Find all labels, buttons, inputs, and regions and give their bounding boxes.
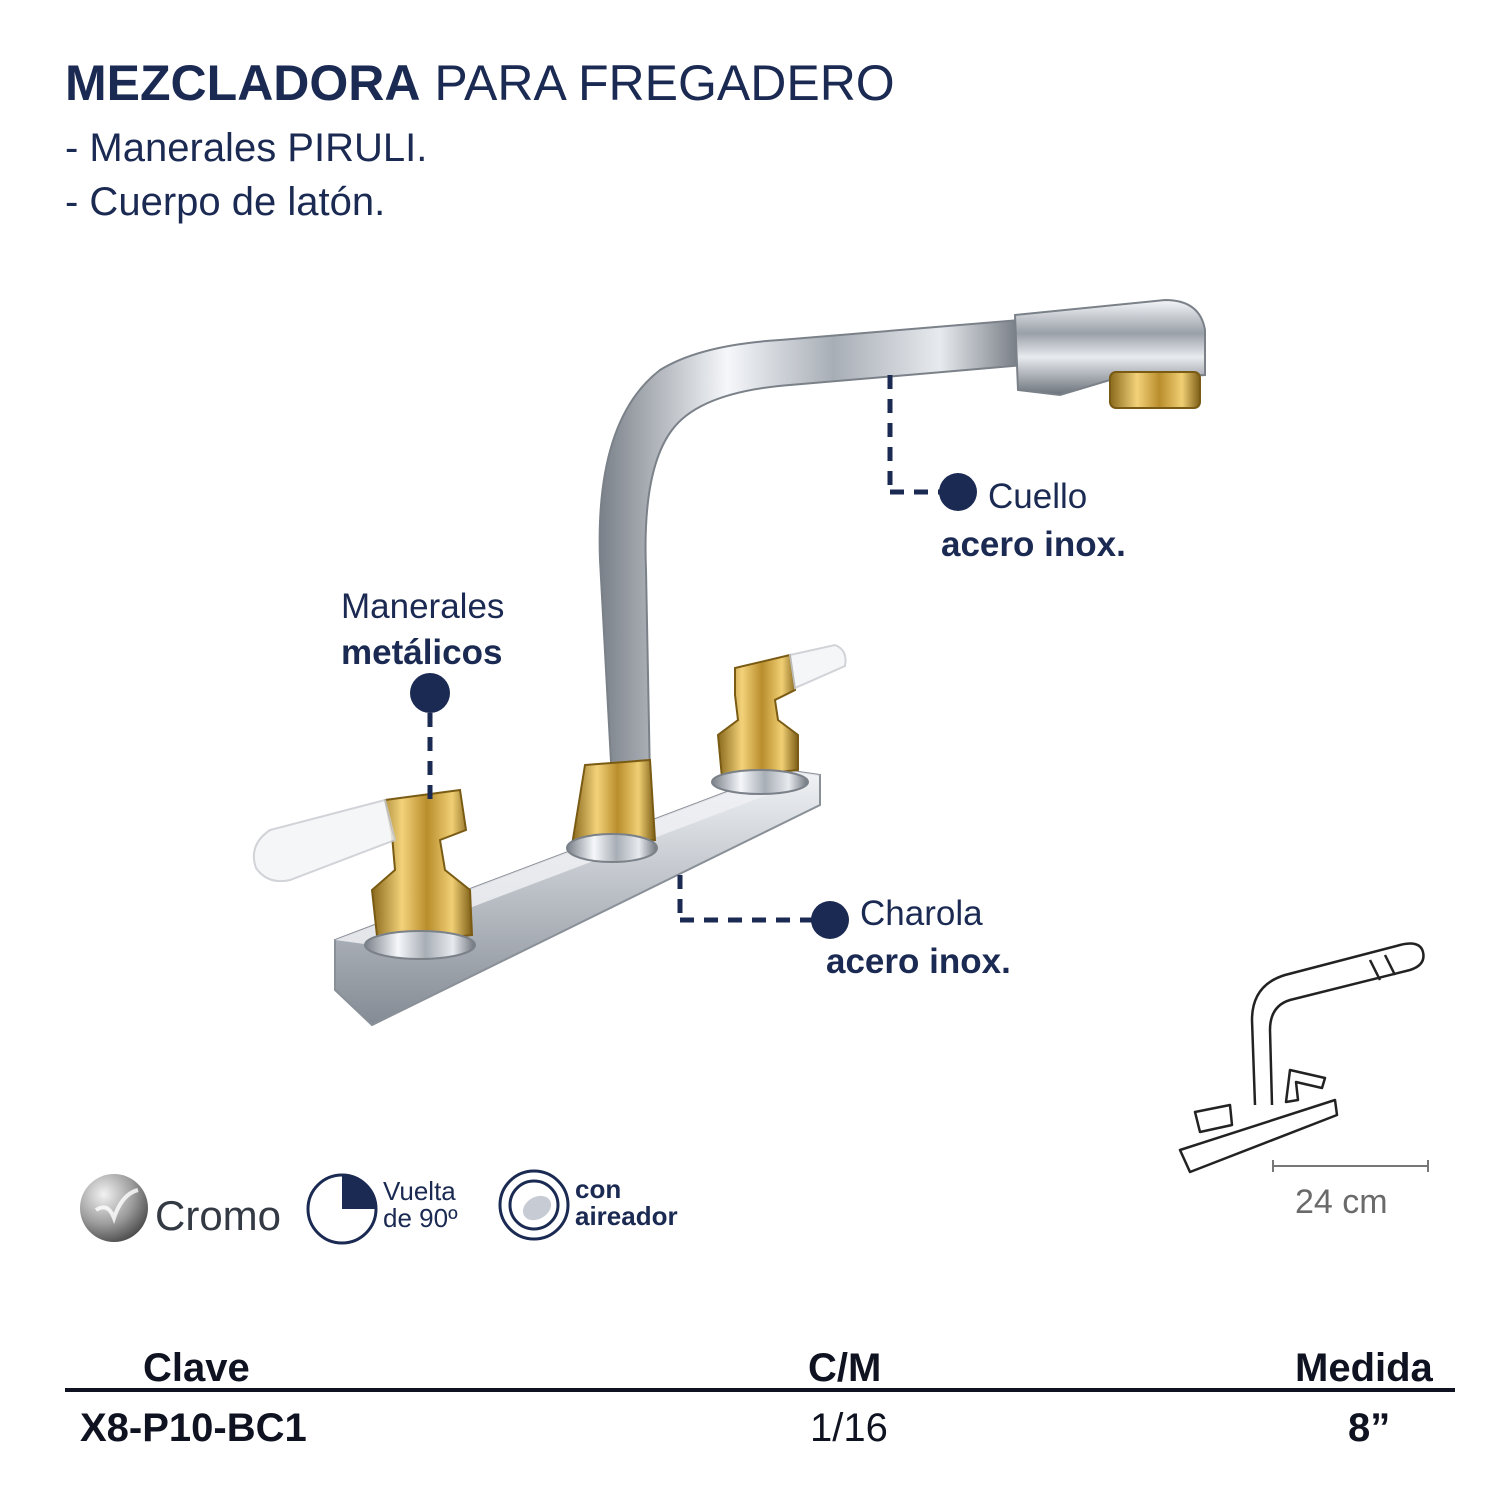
- callout-charola: Charola: [860, 891, 983, 937]
- product-title: MEZCLADORA PARA FREGADERO: [65, 58, 895, 108]
- faucet-outline-drawing: [1178, 942, 1425, 1174]
- callout-charola-leader: [677, 875, 849, 939]
- table-header-cm: C/M: [808, 1346, 882, 1390]
- callout-charola-line1: Charola: [860, 894, 983, 933]
- callout-charola-line2: acero inox.: [826, 942, 1011, 981]
- table-cell-medida: 8”: [1348, 1406, 1391, 1450]
- callout-charola-material: acero inox.: [826, 939, 1011, 985]
- table-divider: [65, 1388, 1455, 1392]
- right-handle: [711, 643, 847, 795]
- dimension-label: 24 cm: [1295, 1183, 1388, 1221]
- aerator-label: con aireador: [575, 1176, 678, 1229]
- spout: [566, 298, 1206, 863]
- table-cell-cm: 1/16: [810, 1406, 888, 1450]
- callout-manerales-line2: metálicos: [341, 632, 503, 672]
- left-handle: [252, 788, 476, 960]
- feature-bullet-body: - Cuerpo de latón.: [65, 180, 386, 224]
- chrome-finish-icon: [80, 1174, 148, 1242]
- quarter-turn-icon: [306, 1173, 378, 1245]
- feature-bullet-handles: - Manerales PIRULI.: [65, 126, 428, 170]
- aerator-icon: [498, 1169, 570, 1241]
- product-title-bold: MEZCLADORA: [65, 55, 421, 111]
- aerator-line2: aireador: [575, 1200, 678, 1231]
- callout-cuello-material: acero inox.: [941, 522, 1126, 568]
- table-cell-clave: X8-P10-BC1: [80, 1406, 307, 1450]
- callout-cuello: Cuello: [988, 474, 1087, 520]
- callout-cuello-leader: [887, 375, 977, 511]
- product-title-rest: PARA FREGADERO: [420, 55, 895, 111]
- callout-manerales: Manerales metálicos: [341, 584, 504, 675]
- quarter-turn-label: Vuelta de 90º: [383, 1178, 458, 1231]
- aerator-line1: con: [575, 1174, 622, 1204]
- table-header-clave: Clave: [143, 1346, 250, 1390]
- quarter-turn-line2: de 90º: [383, 1202, 458, 1233]
- callout-manerales-line1: Manerales: [341, 587, 505, 626]
- chrome-finish-label: Cromo: [155, 1192, 282, 1239]
- callout-cuello-line2: acero inox.: [941, 525, 1126, 564]
- quarter-turn-line1: Vuelta: [383, 1176, 456, 1206]
- table-header-medida: Medida: [1295, 1346, 1433, 1390]
- dimension-line: [1272, 1160, 1429, 1172]
- callout-manerales-leader: [410, 673, 450, 800]
- callout-cuello-line1: Cuello: [988, 477, 1088, 516]
